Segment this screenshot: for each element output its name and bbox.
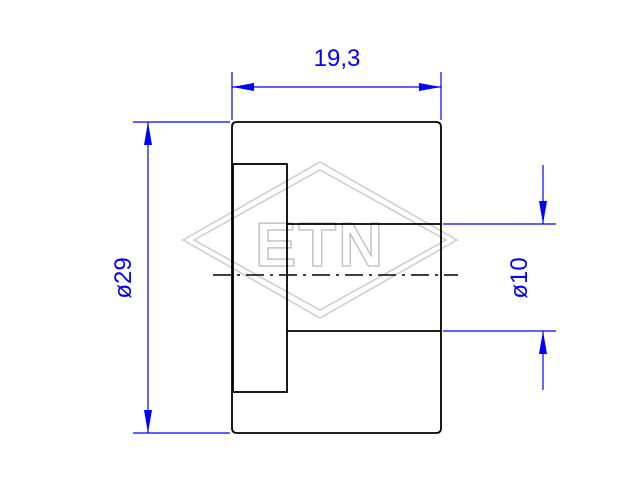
etn-watermark-logo: ETN: [181, 161, 459, 319]
length-arrow-left: [232, 83, 254, 91]
watermark-inner-diamond: [192, 169, 448, 311]
part-outline: [231, 121, 442, 434]
watermark-text: ETN: [255, 211, 385, 280]
length-arrow-right: [419, 83, 441, 91]
length-dimension-text: 19,3: [314, 45, 361, 72]
watermark-outer-diamond: [181, 161, 459, 319]
bore-diameter-text: ø10: [506, 257, 533, 298]
outer-dia-arrow-bottom: [144, 410, 152, 433]
outer-diameter-text: ø29: [110, 257, 137, 298]
counterbore-outline: [232, 163, 288, 393]
bore-dia-arrow-top: [539, 201, 547, 224]
bore-dia-arrow-bottom: [539, 331, 547, 354]
part-body-outline: [231, 121, 442, 434]
outer-dia-arrow-top: [144, 122, 152, 145]
dimension-lines: [133, 72, 556, 434]
